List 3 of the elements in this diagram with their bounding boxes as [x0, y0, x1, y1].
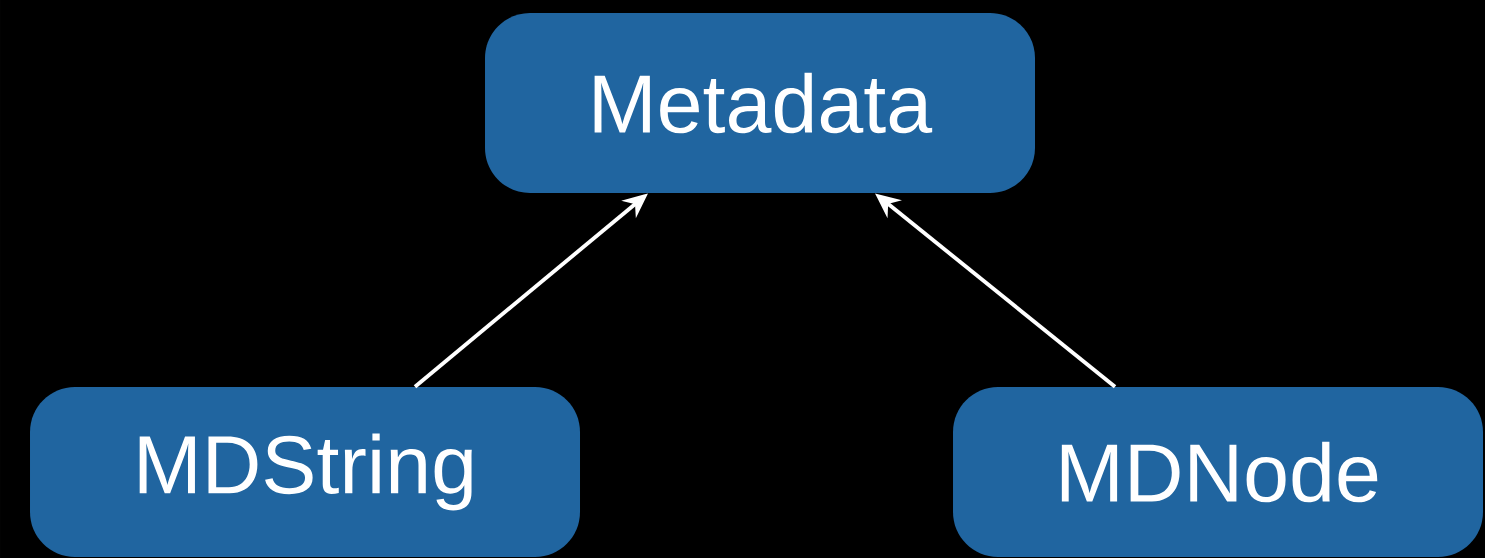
class-box: Metadata: [485, 13, 1035, 193]
class-box: MDString: [30, 387, 580, 557]
class-box: MDNode: [953, 387, 1483, 557]
